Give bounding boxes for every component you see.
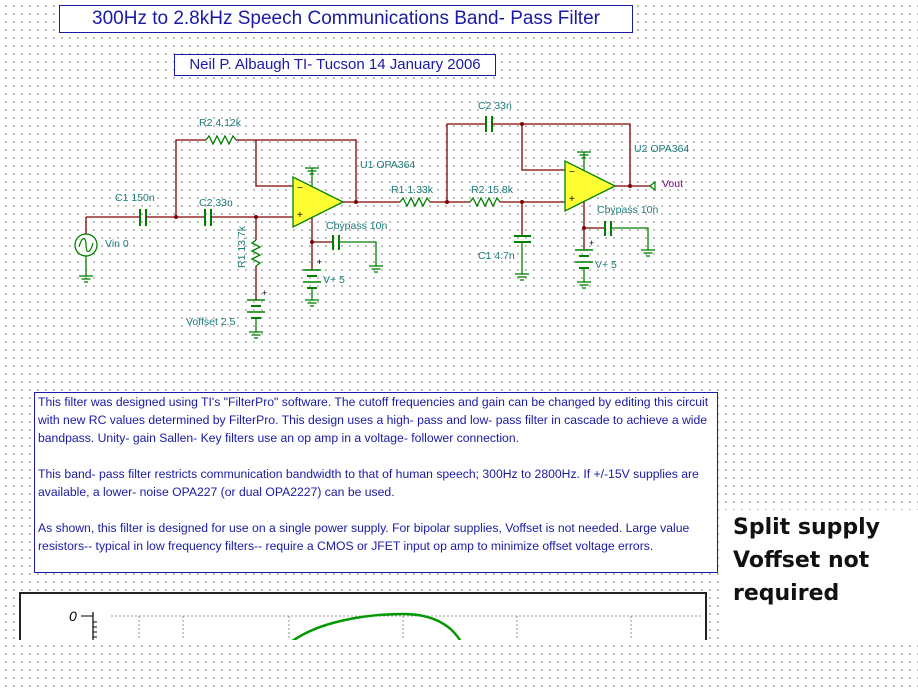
circuit-schematic: Vin 0 C1 150n C2 33n R2 4.12k R1 13.7k +… (74, 100, 689, 339)
c2-label: C2 33n (199, 197, 233, 209)
design-notes: This filter was designed using TI's "Fil… (34, 392, 718, 573)
vplus1-battery: + (303, 257, 322, 307)
plot-y-tick: 0 (69, 608, 77, 624)
svg-text:+: + (569, 194, 575, 205)
c1-label: C1 150n (115, 192, 155, 204)
vout-label: Vout (662, 178, 683, 190)
r1-2-label: R1 1.33k (391, 184, 434, 196)
vin-label: Vin 0 (105, 238, 129, 250)
svg-text:+: + (297, 210, 303, 221)
svg-text:+: + (317, 257, 322, 267)
vplus1-label: V+ 5 (323, 274, 345, 286)
vplus2-label: V+ 5 (595, 259, 617, 271)
svg-text:+: + (262, 288, 267, 298)
svg-text:−: − (297, 183, 303, 194)
note-1: This filter was designed using TI's "Fil… (38, 395, 709, 445)
c2-2-label: C2 33n (478, 100, 512, 112)
c2-capacitor (204, 209, 212, 226)
vout-terminal (649, 180, 656, 192)
vin-source (74, 217, 98, 283)
schematic-title: 300Hz to 2.8kHz Speech Communications Ba… (59, 5, 633, 33)
r1-label: R1 13.7k (236, 225, 248, 268)
author-line: Neil P. Albaugh TI- Tucson 14 January 20… (174, 54, 496, 76)
u2-label: U2 OPA364 (634, 143, 689, 155)
cbypass2-label: Cbypass 10n (597, 204, 658, 216)
u1-opamp: − + (292, 167, 400, 270)
voffset-battery: + (247, 288, 267, 339)
svg-text:−: − (569, 167, 575, 178)
note-2: This band- pass filter restricts communi… (38, 467, 699, 499)
voffset-label: Voffset 2.5 (186, 316, 236, 328)
note-3: As shown, this filter is designed for us… (38, 521, 690, 553)
c1-capacitor (139, 209, 147, 226)
response-plot: 0 (19, 592, 707, 640)
r2-label: R2 4.12k (199, 117, 242, 129)
u2-opamp: − + (564, 151, 650, 250)
r2-2-label: R2 15.8k (471, 184, 514, 196)
svg-text:+: + (589, 238, 594, 248)
split-supply-note: Split supply Voffset not required (733, 515, 880, 606)
c1-2-label: C1 4.7n (478, 250, 515, 262)
cbypass1-label: Cbypass 10n (326, 220, 387, 232)
u1-label: U1 OPA364 (360, 159, 415, 171)
response-curve (291, 612, 462, 640)
vplus2-battery: + (575, 238, 594, 289)
side-note-background (720, 510, 918, 640)
